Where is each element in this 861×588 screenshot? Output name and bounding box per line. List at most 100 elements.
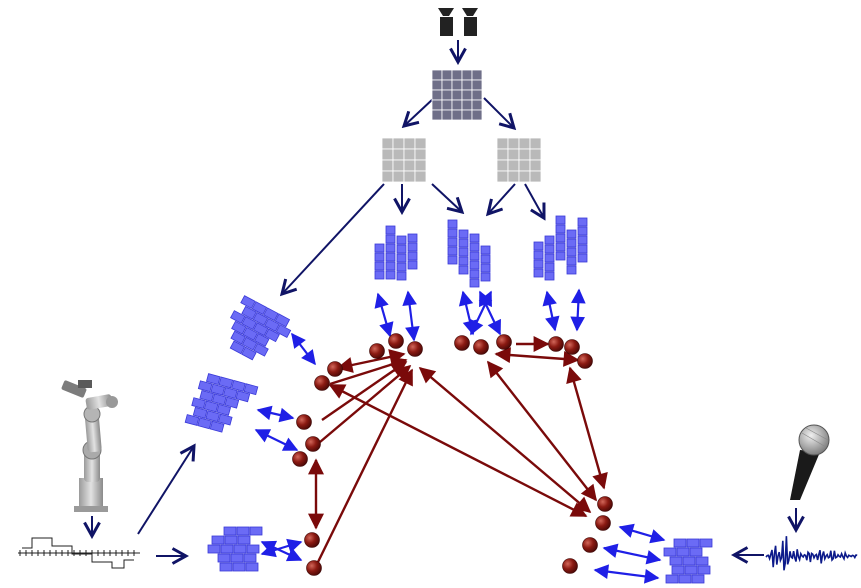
neuron <box>496 334 512 350</box>
grid-cell <box>381 170 394 183</box>
feature-cell <box>211 535 225 545</box>
feature-cell <box>235 390 251 403</box>
grid-cell <box>403 148 416 161</box>
grid-cell <box>471 89 483 101</box>
grid-cell <box>461 109 473 121</box>
feature-cell <box>233 544 247 554</box>
neuron <box>548 336 564 352</box>
grid-cell <box>507 137 520 150</box>
feature-cell <box>224 535 238 545</box>
neuron <box>292 451 308 467</box>
feature-cell <box>469 260 480 270</box>
feature-cell <box>480 245 491 255</box>
feature-cell <box>447 228 458 238</box>
feature-cell <box>245 562 259 572</box>
neuron <box>473 339 489 355</box>
feature-cell <box>230 553 244 563</box>
feature-cell <box>241 305 257 320</box>
feature-cell <box>242 326 259 341</box>
grid-cell <box>392 170 405 183</box>
feature-cell <box>566 229 577 239</box>
feature-map-diagonal-upper <box>229 295 292 361</box>
grid-cell <box>529 148 542 161</box>
grid-cell <box>451 89 463 101</box>
feature-cell <box>447 237 458 247</box>
neuron <box>597 496 613 512</box>
feature-cell <box>577 217 588 227</box>
feature-cell <box>210 383 226 396</box>
feature-cell <box>555 215 566 225</box>
grid-cell <box>441 109 453 121</box>
grid-cell <box>392 148 405 161</box>
feature-cell <box>229 340 246 355</box>
feature-cell <box>469 251 480 261</box>
feature-cell <box>274 313 291 328</box>
grid-cell <box>518 159 531 172</box>
feature-cell <box>544 235 555 245</box>
feature-cell <box>251 301 268 316</box>
feature-cell <box>396 253 407 263</box>
grid-cell <box>496 170 509 183</box>
grid-cell <box>392 159 405 172</box>
stereo-camera-icon <box>438 8 478 36</box>
feature-cell <box>205 373 221 385</box>
feature-cell <box>697 565 711 575</box>
grid-cell <box>431 109 443 121</box>
grid-cell <box>414 170 427 183</box>
feature-cell <box>243 383 259 396</box>
grid-cell <box>403 137 416 150</box>
feature-cell <box>275 324 292 338</box>
neuron <box>305 436 321 452</box>
feature-cell <box>264 328 280 343</box>
feature-cell <box>458 238 469 248</box>
feature-cell <box>199 390 215 402</box>
grid-cell <box>496 159 509 172</box>
grid-cell <box>451 99 463 111</box>
grid-cell <box>381 148 394 161</box>
right-feature-grid <box>496 137 542 183</box>
feature-cell <box>663 547 677 557</box>
feature-cell <box>243 553 257 563</box>
feature-map-vertical-1 <box>374 225 418 281</box>
grid-cell <box>461 79 473 91</box>
feature-cell <box>577 235 588 245</box>
grid-cell <box>451 109 463 121</box>
feature-cell <box>699 538 713 548</box>
neuron <box>296 414 312 430</box>
grid-cell <box>441 89 453 101</box>
grid-cell <box>471 109 483 121</box>
feature-cell <box>480 272 491 282</box>
feature-cell <box>205 410 221 423</box>
grid-cell <box>403 170 416 183</box>
grid-cell <box>471 79 483 91</box>
feature-cell <box>671 565 685 575</box>
grid-cell <box>381 137 394 150</box>
feature-cell <box>676 547 690 557</box>
feature-cell <box>555 224 566 234</box>
feature-cell <box>207 544 221 554</box>
feature-cell <box>241 346 257 361</box>
neuron <box>595 515 611 531</box>
feature-cell <box>555 251 566 261</box>
grid-cell <box>414 137 427 150</box>
feature-cell <box>407 251 418 261</box>
feature-cell <box>223 526 237 536</box>
feature-cell <box>374 270 385 280</box>
audio-waveform-icon <box>765 536 858 571</box>
feature-cell <box>263 307 279 322</box>
grid-cell <box>496 137 509 150</box>
grid-cell <box>403 159 416 172</box>
feature-cell <box>533 250 544 260</box>
feature-cell <box>555 233 566 243</box>
feature-cell <box>407 242 418 252</box>
grid-cell <box>507 170 520 183</box>
grid-cell <box>414 148 427 161</box>
feature-cell <box>231 320 247 335</box>
feature-cell <box>673 538 687 548</box>
feature-cell <box>544 271 555 281</box>
grid-cell <box>518 137 531 150</box>
grid-cell <box>392 137 405 150</box>
feature-cell <box>385 234 396 244</box>
grid-cell <box>461 99 473 111</box>
feature-cell <box>447 219 458 229</box>
